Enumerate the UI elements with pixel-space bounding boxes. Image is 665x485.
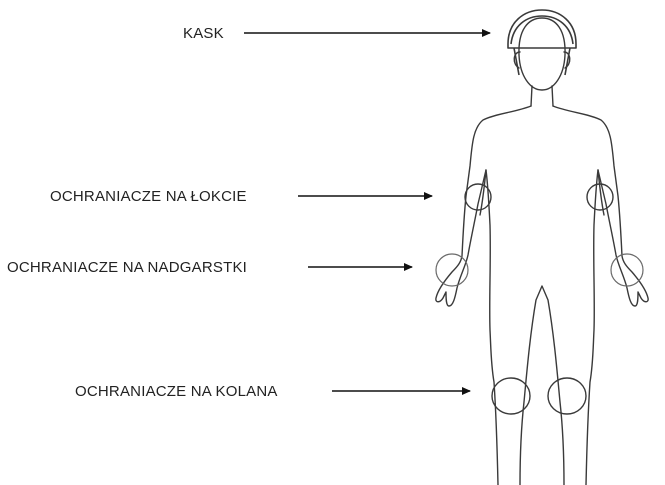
wrist-guards-label: OCHRANIACZE NA NADGARSTKI xyxy=(7,260,247,275)
knee-pads-label: OCHRANIACZE NA KOLANA xyxy=(75,384,278,399)
body-outline xyxy=(436,106,648,485)
right-wrist-guard xyxy=(611,254,643,286)
elbow-pads-label: OCHRANIACZE NA ŁOKCIE xyxy=(50,189,247,204)
head-outline xyxy=(519,18,565,90)
helmet-label: KASK xyxy=(183,26,224,41)
neck-outline xyxy=(531,86,553,106)
right-knee-pad xyxy=(548,378,586,414)
